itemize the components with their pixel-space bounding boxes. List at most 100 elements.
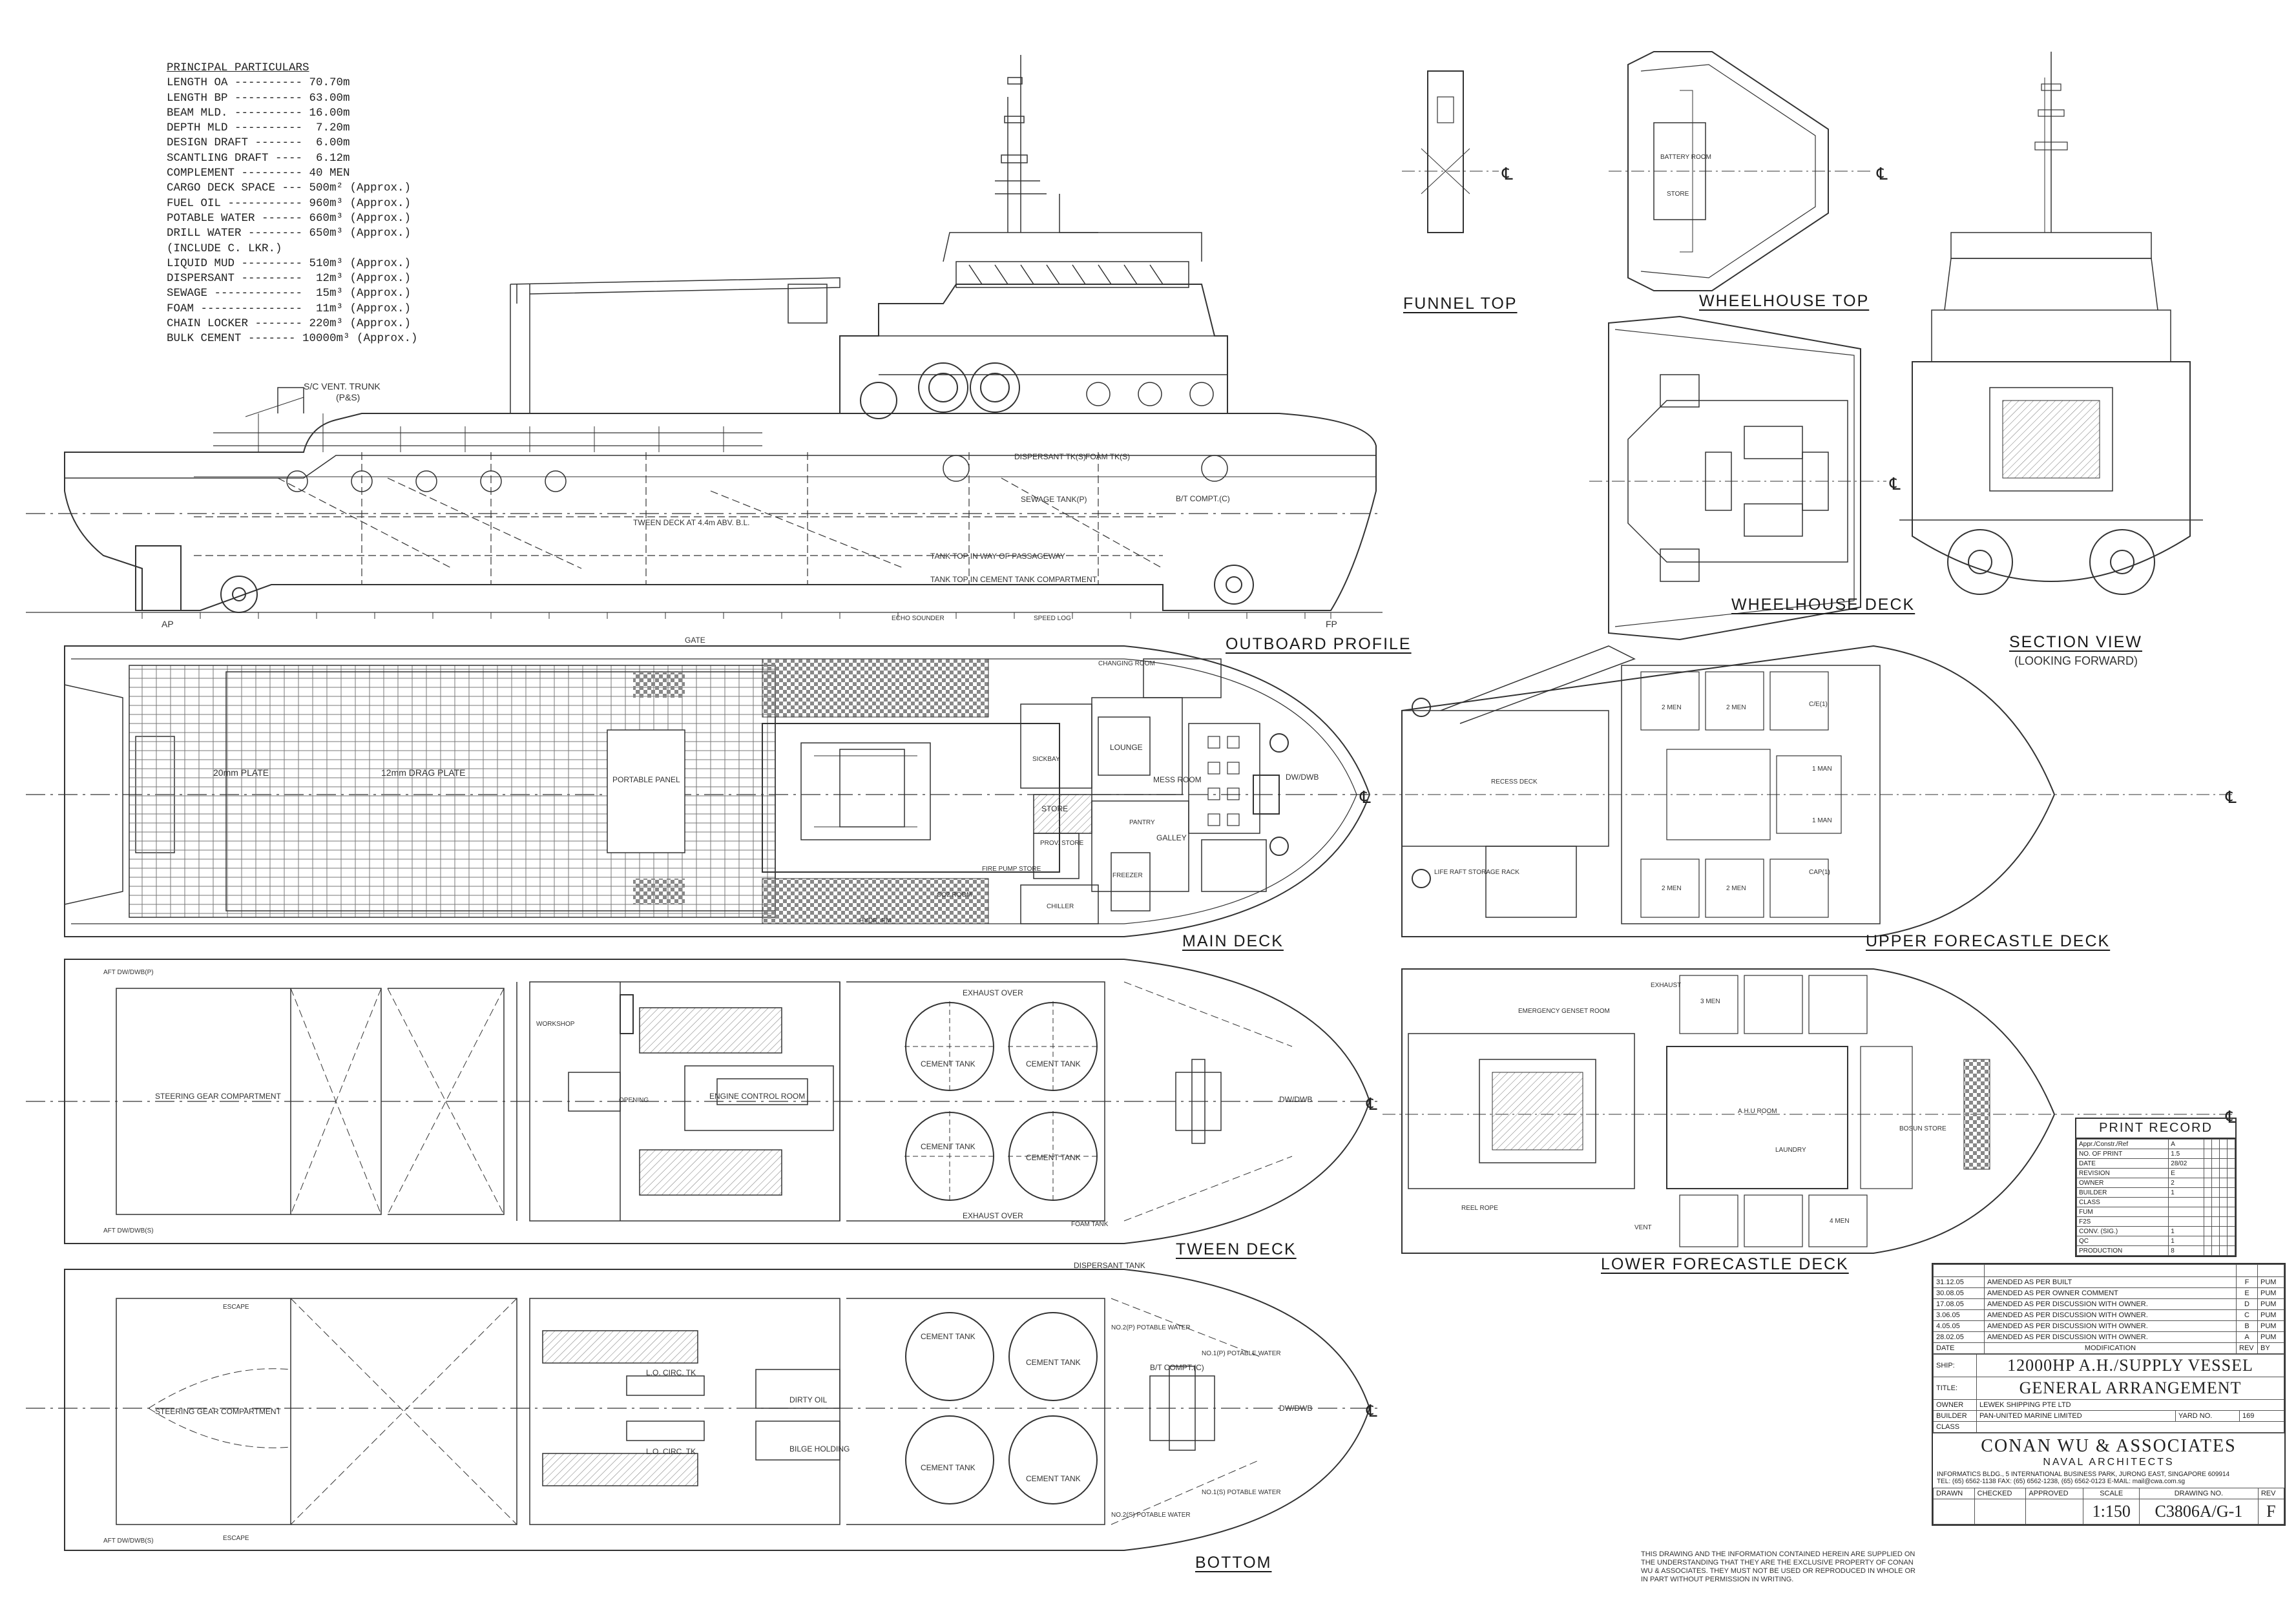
steering-gear-label: STEERING GEAR COMPARTMENT	[155, 1407, 281, 1416]
particular-row: LENGTH OA ---------- 70.70m	[167, 76, 350, 90]
drawing-title: GENERAL ARRANGEMENT	[1976, 1377, 2284, 1400]
yard-label: YARD NO.	[2175, 1410, 2240, 1422]
builder-label: BUILDER	[1933, 1410, 1977, 1422]
yard-value: 169	[2239, 1410, 2284, 1422]
section-view-subtitle: (LOOKING FORWARD)	[2014, 654, 2138, 667]
gate-label: GATE	[685, 636, 705, 645]
cement-tank-label: CEMENT TANK	[921, 1142, 976, 1151]
two-men-cabin-label: 2 MEN	[1726, 704, 1746, 711]
engine-control-room-label: ENGINE CONTROL ROOM	[709, 1092, 806, 1101]
two-men-cabin-label: 2 MEN	[1662, 885, 1682, 892]
owner-label: OWNER	[1933, 1399, 1977, 1411]
wheelhouse-top-title: WHEELHOUSE TOP	[1699, 292, 1870, 310]
print-record-field: CLASS	[2076, 1197, 2169, 1207]
bottom-plan	[26, 1269, 1383, 1551]
cl-symbol: ℄	[1876, 164, 1888, 183]
owner-value: LEWEK SHIPPING PTE LTD	[1976, 1399, 2284, 1411]
potable-water-label: NO.1(P) POTABLE WATER	[1202, 1350, 1281, 1357]
particular-row: FUEL OIL ----------- 960m³ (Approx.)	[167, 196, 412, 210]
revision-text: AMENDED AS PER BUILT	[1984, 1276, 2237, 1288]
reel-rope-label: REEL ROPE	[1461, 1205, 1498, 1212]
bottom-title: BOTTOM	[1195, 1554, 1272, 1572]
firm-subtitle: NAVAL ARCHITECTS	[2043, 1457, 2175, 1468]
ship-label: SHIP:	[1933, 1354, 1977, 1377]
four-men-cabin-label: 4 MEN	[1830, 1218, 1850, 1225]
particular-row: LIQUID MUD --------- 510m³ (Approx.)	[167, 256, 412, 270]
lo-circ-tank-label: L.O. CIRC. TK	[646, 1368, 696, 1377]
print-record-field: BUILDER	[2076, 1187, 2169, 1198]
main-deck-title: MAIN DECK	[1182, 932, 1284, 950]
print-record-field: CONV. (SIG.)	[2076, 1226, 2169, 1236]
sewage-tank-label: SEWAGE TANK(P)	[1021, 495, 1087, 504]
sickbay-label: SICKBAY	[1032, 756, 1060, 763]
revision-text: AMENDED AS PER OWNER COMMENT	[1984, 1287, 2237, 1299]
particular-row: POTABLE WATER ------ 660m³ (Approx.)	[167, 211, 412, 225]
three-men-cabin-label: 3 MEN	[1700, 998, 1720, 1005]
escape-label: ESCAPE	[223, 1535, 249, 1542]
cement-tank-label: CEMENT TANK	[1026, 1474, 1081, 1483]
cl-symbol: ℄	[1889, 474, 1901, 494]
revision-by: PUM	[2257, 1331, 2284, 1343]
main-deck-plan	[26, 645, 1383, 937]
recess-deck-label: RECESS DECK	[1491, 778, 1538, 786]
foam-tank-label: FOAM TANK	[1071, 1221, 1109, 1228]
upper-forecastle-deck-title: UPPER FORECASTLE DECK	[1866, 932, 2111, 950]
print-record-value: 1	[2168, 1236, 2205, 1246]
section-view	[1899, 52, 2203, 595]
cement-tank-label: CEMENT TANK	[921, 1463, 976, 1472]
cl-symbol: ℄	[1366, 1094, 1377, 1114]
by-header: BY	[2257, 1342, 2284, 1354]
revision-text: AMENDED AS PER DISCUSSION WITH OWNER.	[1984, 1331, 2237, 1343]
principal-particulars: PRINCIPAL PARTICULARS LENGTH OA --------…	[167, 61, 418, 347]
revision-date: 28.02.05	[1933, 1331, 1985, 1343]
revision-by: PUM	[2257, 1287, 2284, 1299]
modification-header: MODIFICATION	[1984, 1342, 2237, 1354]
lo-circ-tank-label: L.O. CIRC. TK	[646, 1447, 696, 1456]
particular-row: SEWAGE ------------- 15m³ (Approx.)	[167, 287, 412, 300]
tween-deck-level-label: TWEEN DECK AT 4.4m ABV. B.L.	[633, 518, 750, 527]
opening-label: OPENING	[619, 1097, 649, 1104]
prov-store-label: PROV. STORE	[1040, 840, 1084, 847]
upper-forecastle-deck-plan	[1383, 645, 2235, 937]
liferaft-storage-label: LIFE RAFT STORAGE RACK	[1434, 869, 1519, 876]
revision-rev: E	[2236, 1287, 2258, 1299]
portable-panel-label: PORTABLE PANEL	[612, 775, 680, 784]
principal-particulars-heading: PRINCIPAL PARTICULARS	[167, 61, 309, 74]
firm-contact: TEL: (65) 6562-1138 FAX: (65) 6562-1238,…	[1937, 1478, 2186, 1485]
chiller-label: CHILLER	[1047, 903, 1074, 910]
print-record-value	[2168, 1197, 2205, 1207]
ahu-room-label: A.H.U ROOM	[1738, 1108, 1777, 1115]
print-record-title: PRINT RECORD	[2076, 1119, 2235, 1139]
particular-row: DRILL WATER -------- 650m³ (Approx.)	[167, 227, 412, 240]
print-record-value: 1	[2168, 1226, 2205, 1236]
store-label: STORE	[1041, 804, 1069, 813]
revision-date: 30.08.05	[1933, 1287, 1985, 1299]
co2-room-label: CO2 ROOM	[937, 891, 972, 899]
foam-tanks-label: FOAM TK(S)	[1085, 452, 1131, 461]
revision-by: PUM	[2257, 1298, 2284, 1310]
one-man-cabin-label: 1 MAN	[1812, 765, 1832, 773]
revision-date: 3.06.05	[1933, 1309, 1985, 1321]
aft-dw-s-label: AFT DW/DWB(S)	[103, 1227, 154, 1234]
revision-rev: A	[2236, 1331, 2258, 1343]
dispersant-tank-label: DISPERSANT TANK	[1074, 1261, 1145, 1270]
tween-deck-title: TWEEN DECK	[1176, 1240, 1297, 1258]
revision-text: AMENDED AS PER DISCUSSION WITH OWNER.	[1984, 1320, 2237, 1332]
print-record-field: F2S	[2076, 1216, 2169, 1227]
print-record-field: OWNER	[2076, 1178, 2169, 1188]
exhaust-over-label: EXHAUST OVER	[963, 988, 1023, 997]
print-record-field: QC	[2076, 1236, 2169, 1246]
battery-room-label: BATTERY ROOM	[1660, 154, 1711, 161]
particular-row: LENGTH BP ---------- 63.00m	[167, 91, 350, 105]
galley-label: GALLEY	[1156, 833, 1187, 842]
drag-plate-label: 12mm DRAG PLATE	[381, 767, 466, 778]
cl-symbol: ℄	[2225, 787, 2237, 807]
print-record-field: NO. OF PRINT	[2076, 1149, 2169, 1159]
cement-tank-label: CEMENT TANK	[1026, 1153, 1081, 1162]
ship-name: 12000HP A.H./SUPPLY VESSEL	[1976, 1354, 2284, 1377]
revision-rev: D	[2236, 1298, 2258, 1310]
vent-label: VENT	[1634, 1224, 1652, 1231]
title-label: TITLE:	[1933, 1377, 1977, 1400]
print-record-value	[2168, 1207, 2205, 1217]
